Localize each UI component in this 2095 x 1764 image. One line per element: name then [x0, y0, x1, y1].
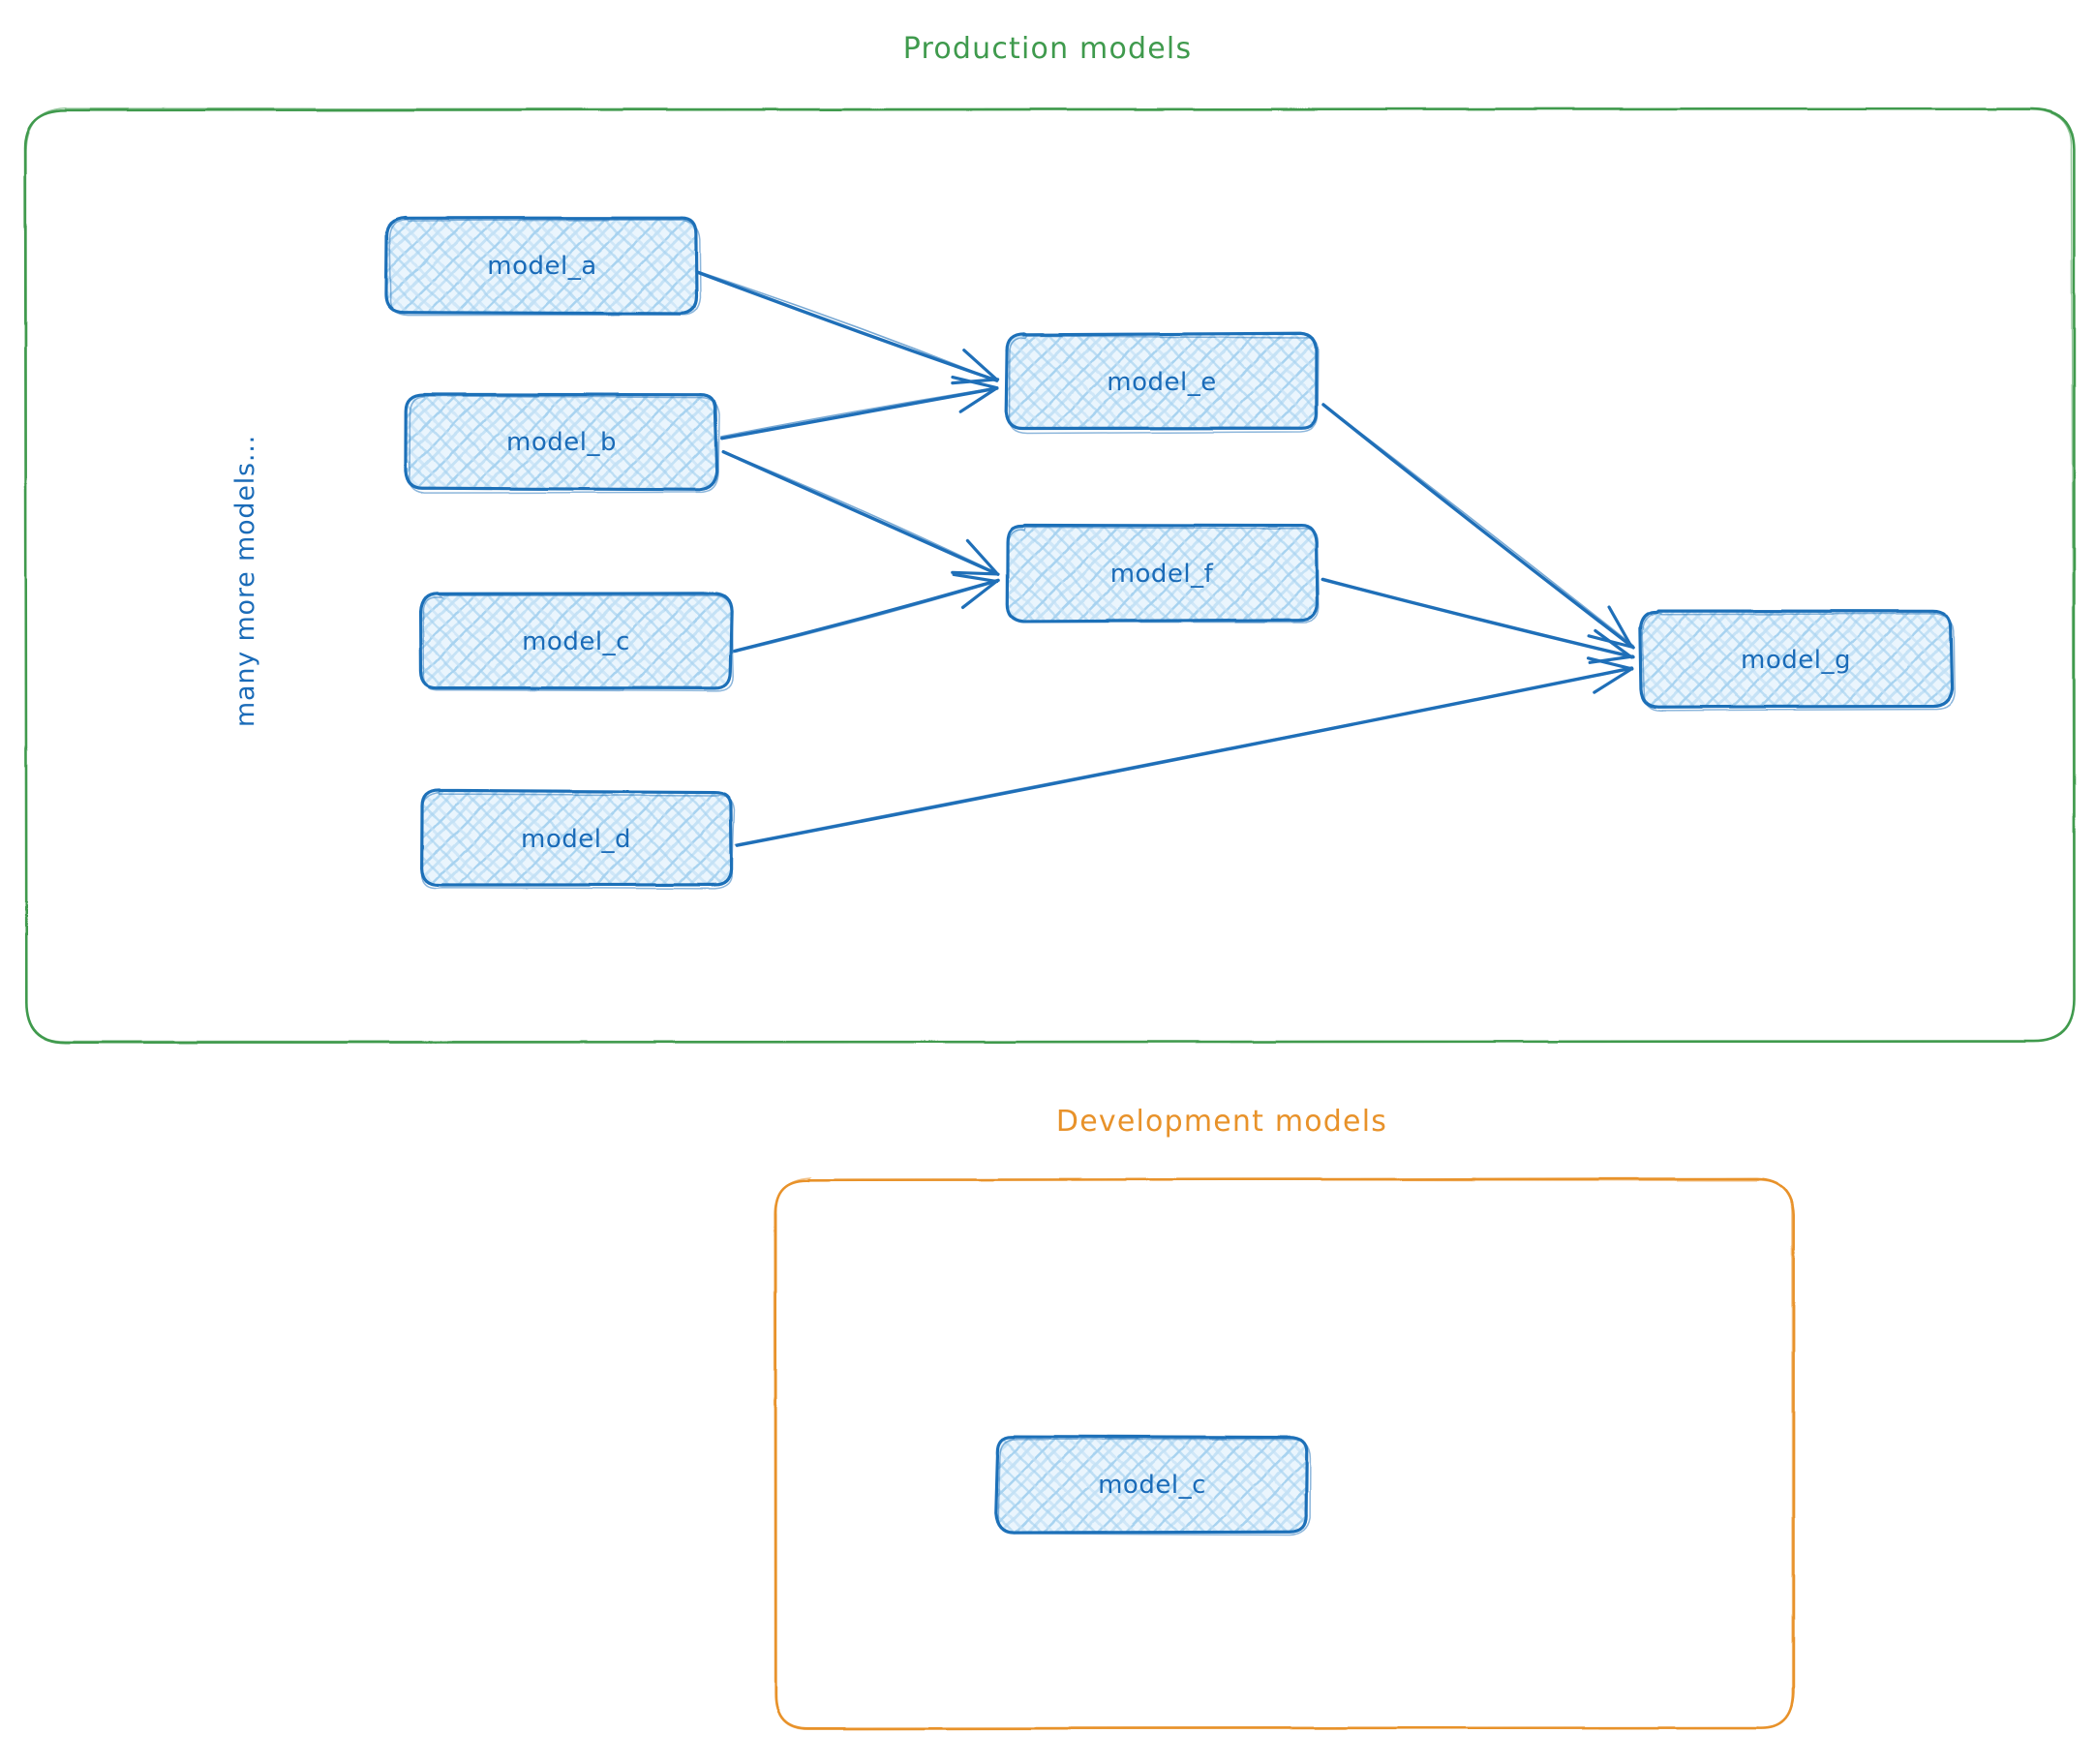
edge-f-g	[1321, 577, 1635, 664]
node-label-model_a: model_a	[487, 252, 596, 281]
node-model_f[interactable]: model_f	[1006, 523, 1321, 623]
annotation-many-more-models: many more models...	[230, 435, 260, 727]
node-label-model_c_dev: model_c	[1098, 1471, 1206, 1500]
node-label-model_g: model_g	[1741, 646, 1851, 675]
node-model_c_prod[interactable]: model_c	[418, 592, 735, 692]
node-label-model_d: model_d	[521, 825, 631, 854]
edge-b-f	[721, 449, 1000, 576]
group-containers	[23, 106, 2076, 1731]
group-title-production: Production models	[903, 32, 1193, 66]
edge-e-g	[1321, 403, 1635, 650]
node-model_a[interactable]: model_a	[384, 215, 702, 317]
node-model_g[interactable]: model_g	[1638, 609, 1956, 712]
edge-b-e	[720, 375, 999, 441]
node-model_b[interactable]: model_b	[404, 392, 720, 494]
node-label-model_f: model_f	[1110, 560, 1214, 589]
node-model_c_dev[interactable]: model_c	[994, 1434, 1312, 1536]
edges	[696, 270, 1635, 847]
nodes: model_a model_b model_c model_d model_emodel…	[384, 215, 1956, 1536]
group-production	[23, 106, 2076, 1045]
node-model_d[interactable]: model_d	[420, 788, 736, 890]
group-development	[774, 1176, 1795, 1731]
group-title-development: Development models	[1056, 1105, 1387, 1139]
edge-a-e	[696, 270, 1000, 385]
edge-d-g	[734, 656, 1634, 847]
edge-c-f	[732, 572, 1000, 654]
annotations: many more models...	[230, 435, 260, 727]
node-label-model_b: model_b	[506, 428, 617, 457]
node-model_e[interactable]: model_e	[1004, 331, 1320, 435]
node-label-model_e: model_e	[1107, 368, 1216, 397]
node-label-model_c_prod: model_c	[522, 627, 630, 656]
